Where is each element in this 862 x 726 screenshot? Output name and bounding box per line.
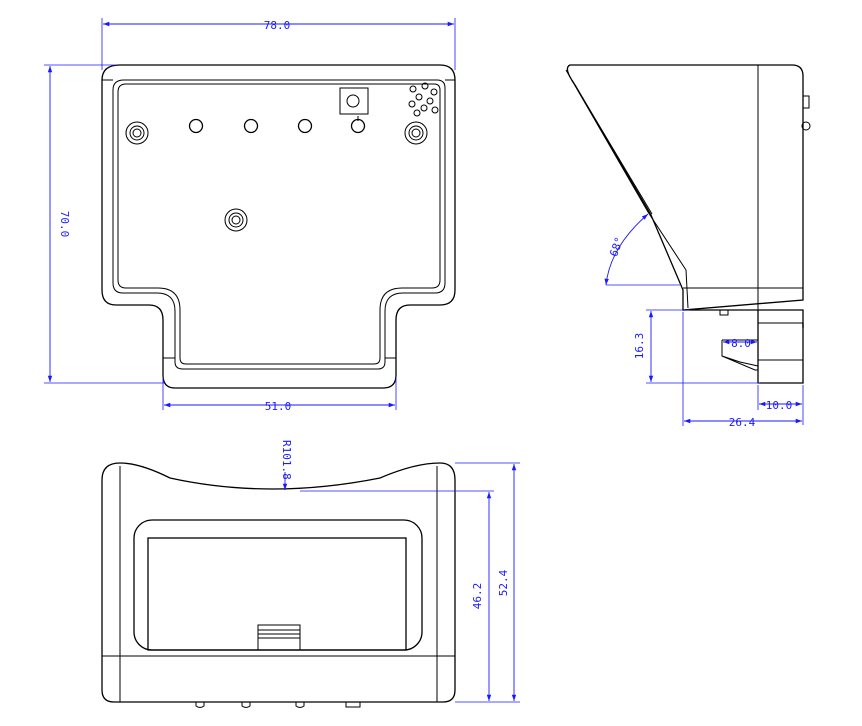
side-tab — [719, 309, 729, 316]
dimension-height-label: 70.0 — [58, 211, 71, 238]
dimension-inner-height: 46.2 — [300, 490, 520, 703]
side-bottom-base — [683, 309, 804, 328]
side-slope-inner-2 — [571, 79, 653, 215]
side-connector-top — [802, 95, 810, 109]
dimension-side-height-label: 16.3 — [633, 333, 646, 360]
dimension-depth-label: 26.4 — [729, 416, 756, 429]
dimension-inner-height-label: 46.2 — [471, 583, 484, 610]
dimension-step: 10.0 — [757, 385, 804, 425]
dimension-side-height: 16.3 — [633, 309, 760, 384]
bottom-window-inner — [147, 537, 407, 651]
side-outline — [566, 64, 804, 311]
front-outline — [101, 64, 456, 389]
side-lower-block — [757, 310, 804, 384]
dimension-outer-height-label: 52.4 — [497, 569, 510, 596]
bottom-latch — [257, 624, 301, 651]
dimension-slot-label: 8.0 — [731, 337, 751, 350]
dimension-slot: 8.0 — [723, 337, 757, 350]
side-view: 68° 16.3 8.0 10.0 26.4 — [565, 64, 811, 429]
hole-4 — [350, 118, 366, 134]
screw-boss-right — [404, 121, 428, 145]
side-slope-inner — [565, 69, 689, 309]
dimension-bottom-width-label: 51.0 — [265, 400, 292, 413]
dimension-outer-height: 52.4 — [455, 462, 520, 701]
front-inner-outline-2 — [117, 83, 441, 365]
front-inner-outline — [112, 79, 446, 370]
speaker-grille — [408, 82, 439, 117]
side-connector-pin — [801, 121, 811, 131]
hole-2 — [243, 118, 259, 134]
button-square — [339, 87, 369, 115]
dimension-angle-label: 68° — [607, 235, 626, 258]
dimension-bottom-width: 51.0 — [162, 378, 397, 413]
dimension-height: 70.0 — [44, 64, 165, 384]
dimension-angle: 68° — [604, 213, 680, 286]
dimension-radius-label: R101.8 — [280, 440, 293, 480]
dimension-step-label: 10.0 — [766, 399, 793, 412]
bottom-view: R101.8 46.2 52.4 — [101, 440, 520, 708]
dimension-width: 78.0 — [101, 18, 456, 70]
bottom-feet — [195, 701, 361, 708]
hole-3 — [297, 118, 313, 134]
front-view: 78.0 70.0 51.0 — [44, 18, 456, 413]
screw-boss-left — [125, 121, 149, 145]
bottom-outline — [101, 462, 456, 703]
dimension-width-label: 78.0 — [264, 19, 291, 32]
screw-boss-center — [224, 208, 248, 232]
dimension-depth: 26.4 — [682, 312, 802, 429]
dimension-radius: R101.8 — [280, 440, 293, 490]
hole-1 — [188, 118, 204, 134]
